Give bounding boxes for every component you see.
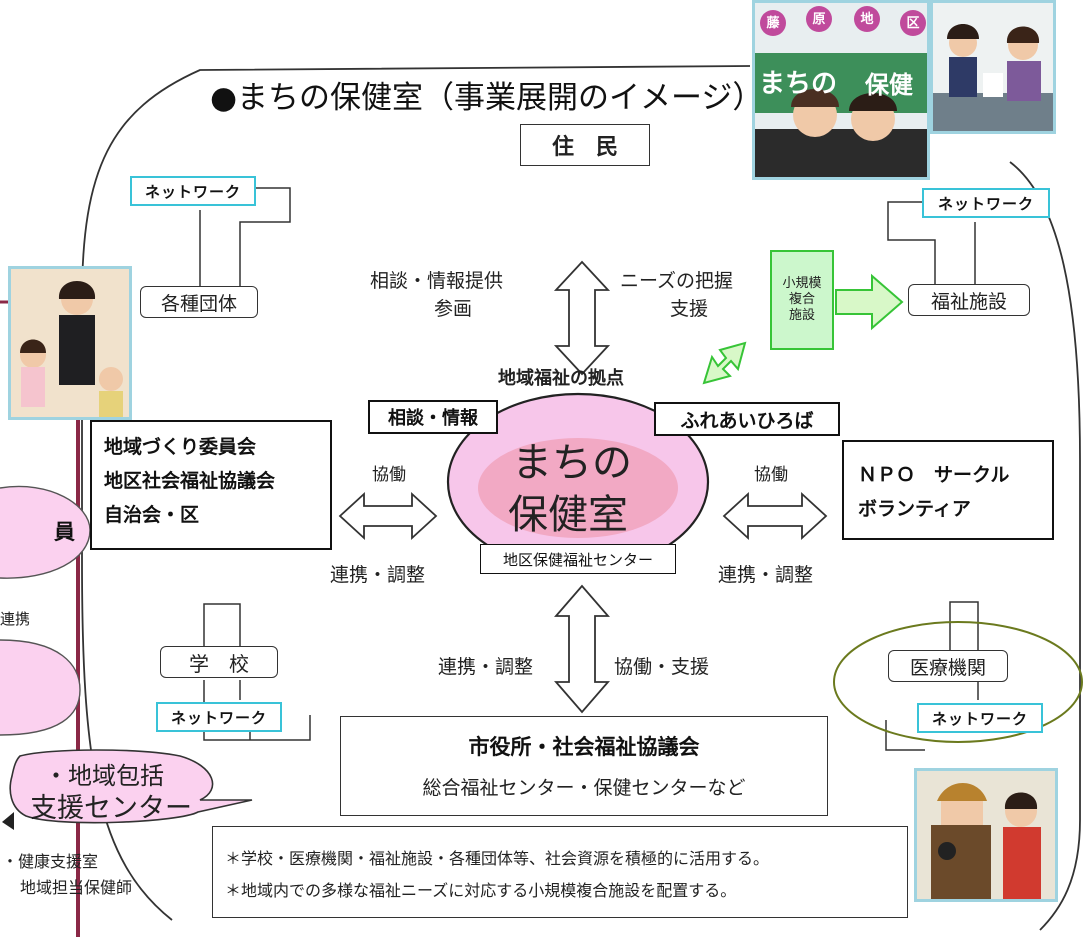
green-arrow-hub [702, 341, 747, 385]
note-line-2: ＊地域内での多様な福祉ニーズに対応する小規模複合施設を配置する。 [225, 881, 737, 900]
arrow-left-partners [338, 491, 438, 541]
hub-label: 地域福祉の拠点 [498, 368, 624, 389]
relation-collab-support-bottom: 協働・支援 [614, 656, 710, 678]
arrow-right-partners [722, 491, 828, 541]
network-label-medical: ネットワーク [917, 703, 1043, 733]
relation-collab-right: 協働 [754, 465, 788, 485]
small-facility-line-3: 施設 [788, 308, 815, 323]
network-label-school: ネットワーク [156, 702, 282, 732]
node-medical: 医療機関 [888, 650, 1008, 682]
photo-consultation-art [933, 3, 1053, 131]
city-office-line-1: 市役所・社会福祉協議会 [468, 735, 700, 759]
medical-highlight-ring [833, 621, 1083, 743]
node-groups: 各種団体 [140, 286, 258, 318]
relation-participate: 参画 [434, 298, 473, 320]
arrow-center-city [554, 584, 610, 714]
pipe-groups [199, 187, 291, 288]
sign-char-3: 地 [860, 12, 874, 27]
outer-frame-left [81, 65, 751, 921]
node-school: 学 校 [160, 646, 278, 678]
speech-bubble [9, 749, 253, 824]
photo-performers [914, 768, 1058, 902]
bubble-pointer-arrow [2, 812, 14, 830]
side-sub-line-1: ・健康支援室 [2, 852, 99, 871]
diagram-title: ●まちの保健室（事業展開のイメージ） [210, 80, 764, 116]
bubble-line-1: ・地域包括 [44, 762, 164, 790]
photo-staff-sign: 藤 原 地 区 まちの 保健 [752, 0, 930, 180]
green-arrow-facility [835, 273, 904, 331]
relation-coord-right: 連携・調整 [718, 564, 814, 586]
relation-consult-info: 相談・情報提供 [370, 270, 504, 292]
right-partner-line-1: ＮＰＯ サークル [858, 464, 1010, 486]
side-ellipse-bottom [0, 639, 81, 736]
network-label-welfare: ネットワーク [922, 188, 1050, 218]
center-ellipse-inner [478, 438, 678, 538]
side-link-label: 連携 [0, 610, 31, 628]
center-name-line-2: 保健室 [508, 492, 628, 538]
city-office-box: 市役所・社会福祉協議会 総合福祉センター・保健センターなど [340, 716, 828, 816]
photo-consultation [930, 0, 1056, 134]
network-label-groups: ネットワーク [130, 176, 256, 206]
photo-performers-art [917, 771, 1055, 899]
sign-text-hoken: 保健 [865, 71, 913, 99]
node-small-facility: 小規模 複合 施設 [770, 250, 834, 350]
center-tag-district: 地区保健福祉センター [480, 544, 676, 574]
photo-children [8, 266, 132, 420]
sign-char-2: 原 [812, 12, 826, 27]
side-member-label: 員 [54, 520, 75, 544]
left-partner-line-1: 地域づくり委員会 [104, 436, 257, 458]
bubble-line-2: 支援センター [30, 793, 192, 824]
relation-coord-bottom: 連携・調整 [438, 656, 534, 678]
sign-char-4: 区 [906, 16, 920, 31]
center-tag-plaza: ふれあいひろば [654, 402, 840, 436]
center-tag-consult: 相談・情報 [368, 400, 498, 434]
photo-staff-sign-art [755, 3, 927, 177]
side-sub-line-2: 地域担当保健師 [20, 878, 133, 897]
residents-box: 住 民 [520, 124, 650, 166]
small-facility-line-1: 小規模 [782, 276, 822, 291]
center-name-line-1: まちの [512, 440, 632, 486]
left-partner-line-2: 地区社会福祉協議会 [104, 470, 276, 492]
right-partner-line-2: ボランティア [858, 498, 971, 520]
photo-children-art [11, 269, 129, 417]
relation-support: 支援 [670, 298, 709, 320]
notes-box: ＊学校・医療機関・福祉施設・各種団体等、社会資源を積極的に活用する。 ＊地域内で… [212, 826, 908, 918]
pipe-school [203, 603, 311, 741]
left-partners-box: 地域づくり委員会 地区社会福祉協議会 自治会・区 [90, 420, 332, 550]
arrow-residents-center [553, 260, 611, 376]
small-facility-line-2: 複合 [788, 292, 815, 307]
right-partners-box: ＮＰＯ サークル ボランティア [842, 440, 1054, 540]
note-line-1: ＊学校・医療機関・福祉施設・各種団体等、社会資源を積極的に活用する。 [225, 849, 770, 868]
left-partner-line-3: 自治会・区 [104, 504, 200, 526]
pipe-welfare [887, 201, 976, 284]
city-office-line-2: 総合福祉センター・保健センターなど [422, 777, 746, 799]
relation-collab-left: 協働 [372, 465, 406, 485]
sign-char-1: 藤 [766, 16, 780, 31]
relation-needs: ニーズの把握 [620, 270, 734, 292]
node-welfare-facility: 福祉施設 [908, 284, 1030, 316]
relation-coord-left: 連携・調整 [330, 564, 426, 586]
sign-text-machino: まちの [759, 69, 838, 99]
